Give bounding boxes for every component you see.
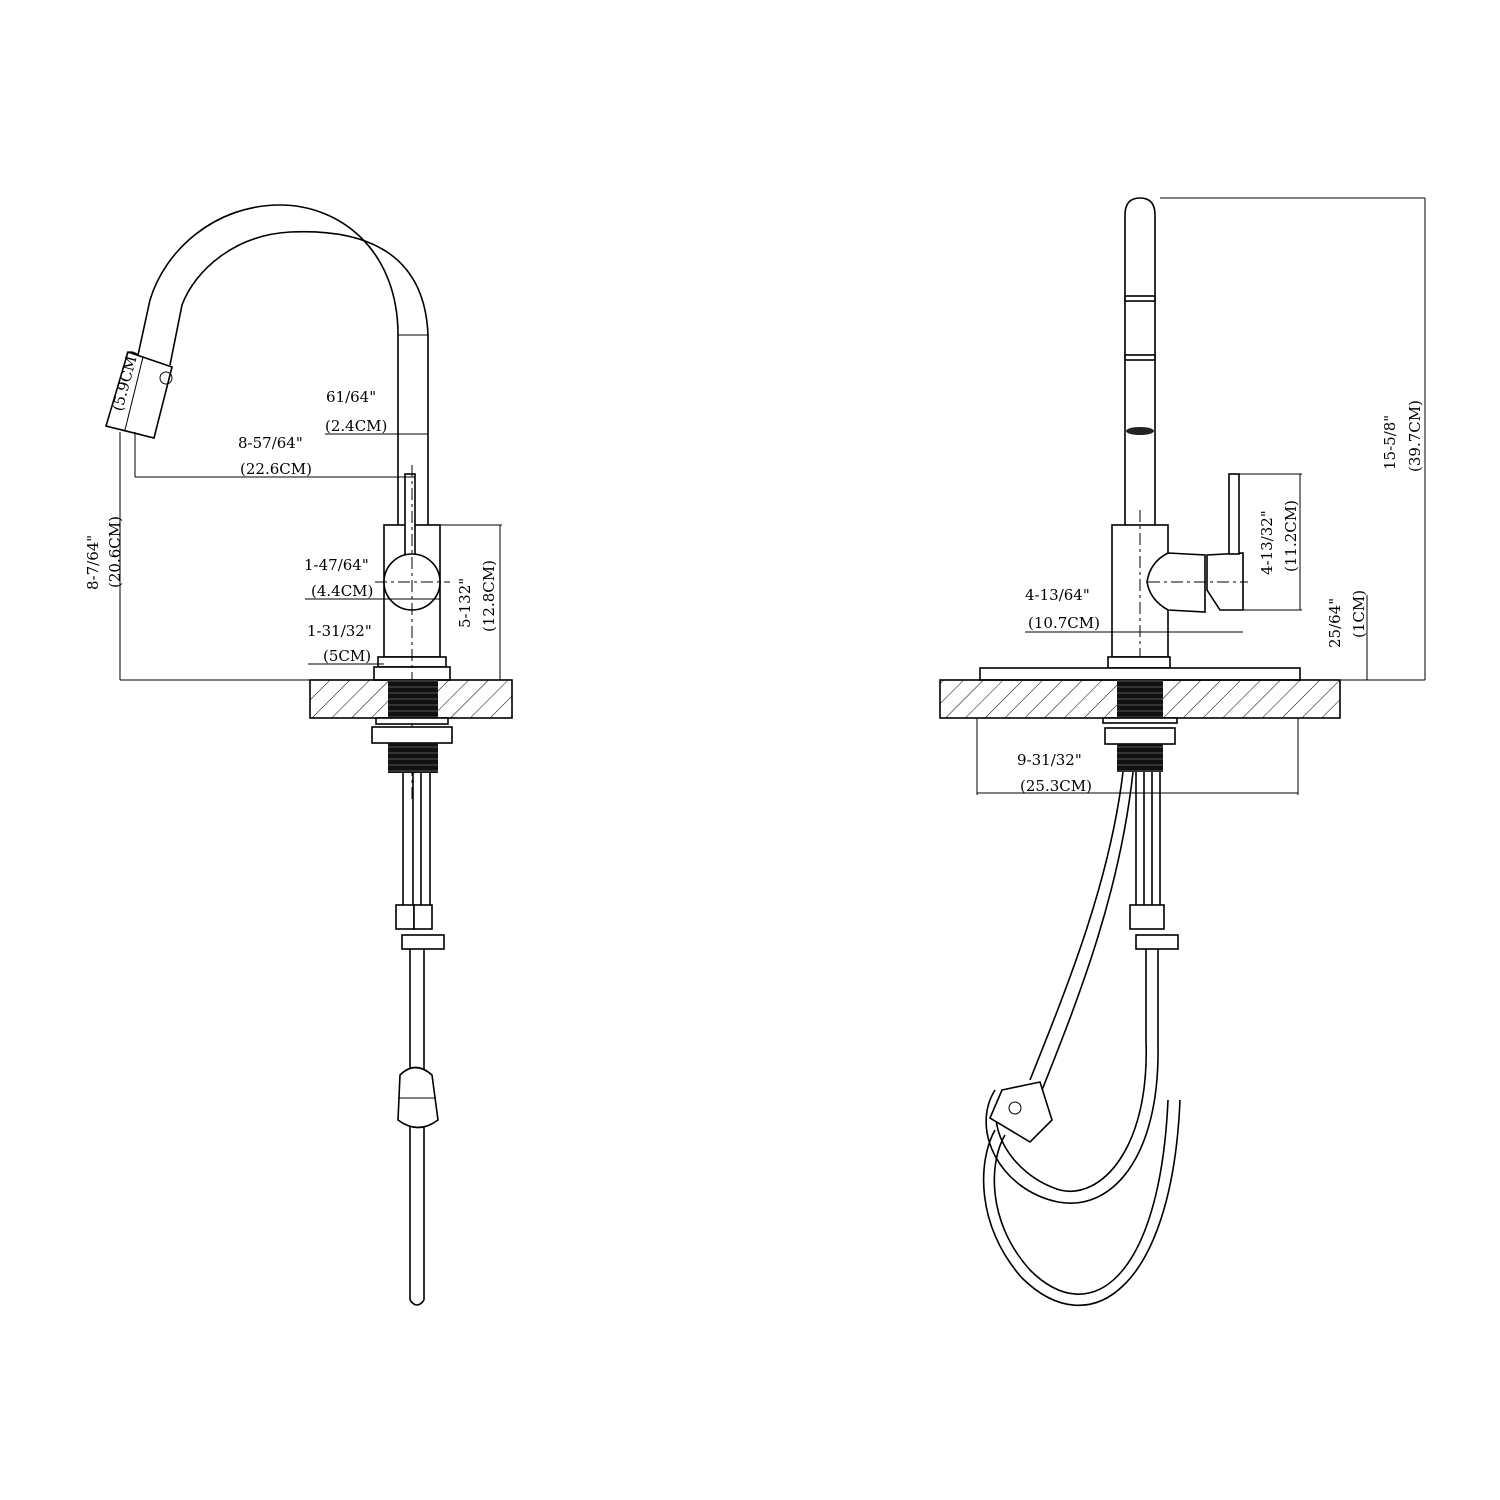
- dim-reach-in: 8-57/64": [238, 434, 303, 452]
- dim-handle-height-in: 4-13/32": [1258, 510, 1276, 575]
- dim-spout-diameter-in: 61/64": [326, 388, 376, 406]
- dim-reach-cm: (22.6CM): [240, 460, 312, 478]
- dim-base-diameter-in: 1-31/32": [307, 622, 372, 640]
- dim-body-height-cm: (12.8CM): [480, 560, 498, 632]
- front-view: (5.9CM) 61/64" (2.4CM) 8-57/64" (22.6CM)…: [84, 204, 513, 1306]
- dim-spout-height-in: 8-7/64": [84, 535, 102, 590]
- dim-deck-plate-width-in: 9-31/32": [1017, 751, 1082, 769]
- dim-handle-height-cm: (11.2CM): [1282, 500, 1300, 572]
- dim-deck-thickness-cm: (1CM): [1350, 590, 1368, 638]
- front-supply-hoses: [395, 773, 445, 1306]
- dim-total-height-cm: (39.7CM): [1406, 400, 1424, 472]
- side-spray-head: [988, 1081, 1053, 1144]
- dim-handle-diameter-cm: (4.4CM): [311, 582, 373, 600]
- dim-spout-height-cm: (20.6CM): [106, 516, 124, 588]
- dim-spout-diameter-cm: (2.4CM): [325, 417, 387, 435]
- dim-handle-reach-in: 4-13/64": [1025, 586, 1090, 604]
- dim-deck-thickness-in: 25/64": [1326, 598, 1344, 648]
- dim-total-height-in: 15-5/8": [1381, 415, 1399, 470]
- front-dimension-lines: [119, 432, 502, 681]
- side-dimension-lines: [976, 197, 1426, 795]
- side-supply-hoses: [982, 771, 1181, 1306]
- side-view: 15-5/8" (39.7CM) 4-13/32" (11.2CM) 4-13/…: [939, 197, 1426, 1306]
- side-deck-plate: [979, 667, 1301, 681]
- front-spray-head: [104, 350, 173, 439]
- front-spout: [137, 204, 399, 525]
- dim-handle-diameter-in: 1-47/64": [304, 556, 369, 574]
- dim-deck-plate-width-cm: (25.3CM): [1020, 777, 1092, 795]
- dim-handle-reach-cm: (10.7CM): [1028, 614, 1100, 632]
- side-spout: [1124, 197, 1156, 525]
- dim-body-height-in: 5-132": [456, 578, 474, 628]
- dim-base-diameter-cm: (5CM): [323, 647, 371, 665]
- side-handle-lever: [1228, 473, 1240, 555]
